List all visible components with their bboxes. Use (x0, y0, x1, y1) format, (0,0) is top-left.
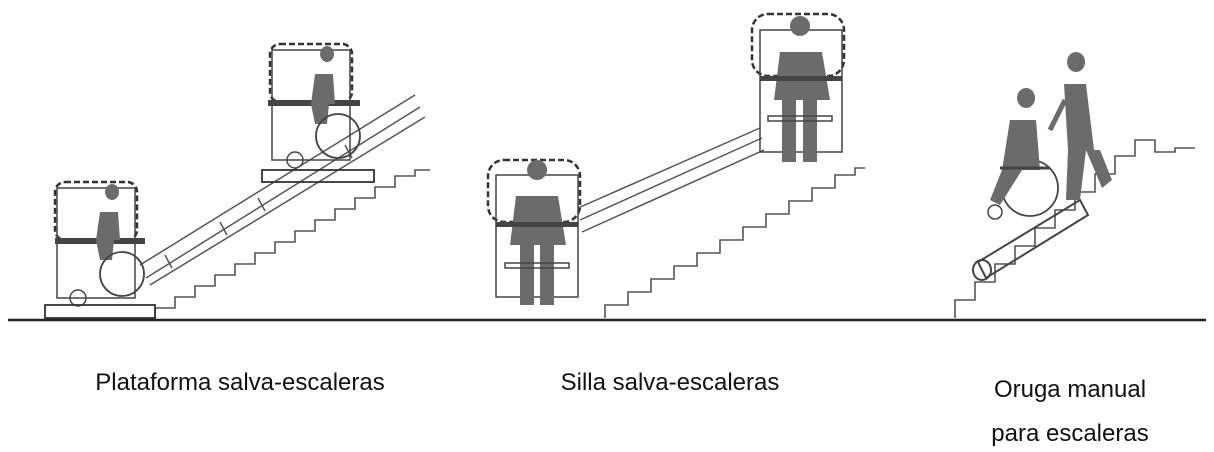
chair-lower-unit (486, 158, 582, 305)
crawler-staircase (954, 139, 1195, 318)
chair-upper-unit (750, 12, 846, 162)
chair-staircase (604, 167, 865, 318)
stair-crawler-illustration (954, 52, 1195, 318)
stair-chair-illustration (486, 12, 865, 318)
caption-stair-chair: Silla salva-escaleras (560, 369, 780, 396)
chair-rail (577, 127, 765, 233)
crawler-track (972, 198, 1090, 281)
crawler-attendant (1047, 52, 1112, 200)
caption-platform-lift: Plataforma salva-escaleras (95, 369, 385, 396)
crawler-wheelchair (987, 88, 1059, 220)
platform-lower-unit (44, 180, 156, 319)
caption-stair-crawler-line1: Oruga manual (993, 376, 1147, 403)
platform-staircase (154, 169, 430, 318)
caption-stair-crawler: Oruga manual para escaleras (930, 372, 1210, 452)
caption-stair-crawler-line2: para escaleras (991, 420, 1149, 447)
platform-upper-unit (261, 42, 375, 183)
platform-rail (139, 94, 426, 286)
platform-lift-illustration (44, 42, 430, 319)
